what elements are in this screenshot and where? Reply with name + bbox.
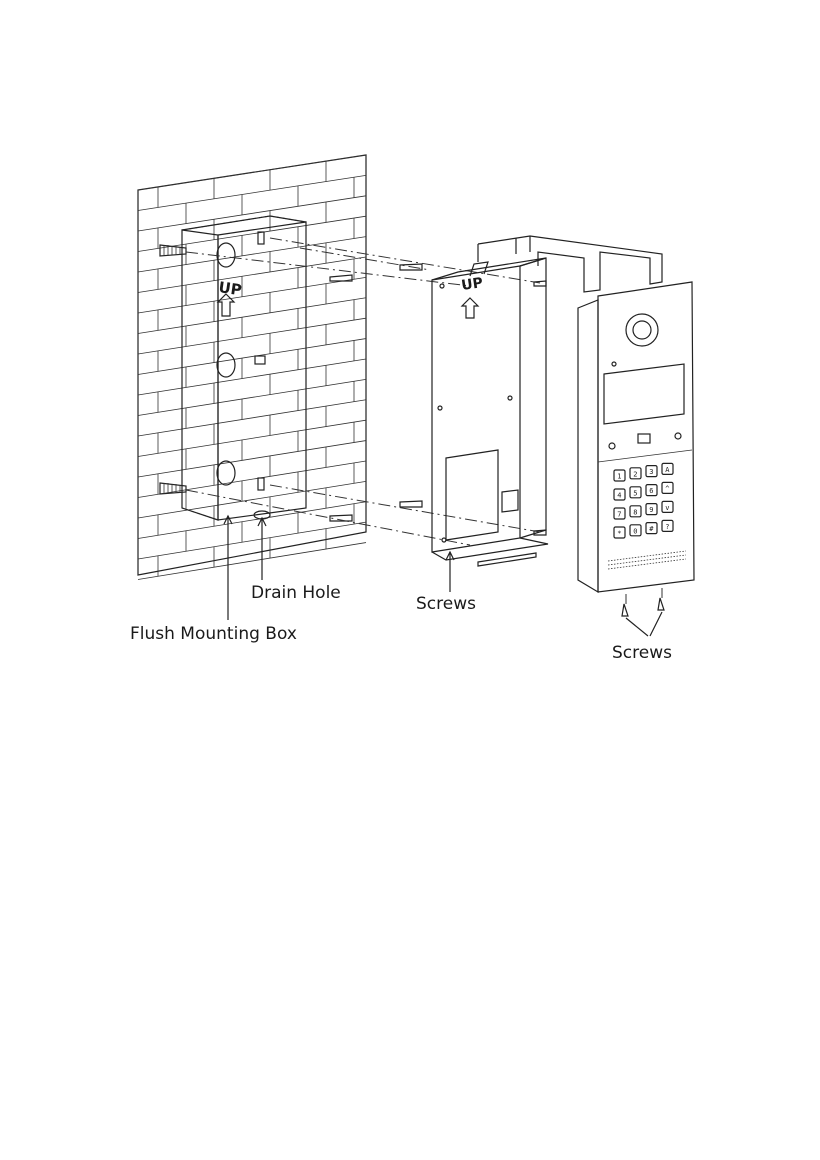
bracket-cutout xyxy=(446,450,498,540)
knockout-hole xyxy=(217,461,235,485)
speaker-grille-row xyxy=(608,559,686,569)
camera-lens-inner xyxy=(633,321,651,339)
up-label-bracket: UP xyxy=(460,275,484,294)
box-top-edge xyxy=(182,216,306,230)
screw xyxy=(534,530,546,535)
keypad-key-label: ? xyxy=(665,523,669,531)
bracket-hole xyxy=(438,406,442,410)
mortar-line xyxy=(138,196,366,231)
keypad-key-label: 1 xyxy=(617,473,621,481)
mounting-stud xyxy=(255,356,265,364)
screw xyxy=(534,281,546,286)
mortar-line xyxy=(138,359,366,395)
mounting-bracket: UP xyxy=(432,258,548,566)
speaker-grille-row xyxy=(608,555,686,565)
mortar-line xyxy=(138,420,366,456)
keypad-key-label: 5 xyxy=(633,489,637,497)
keypad-key-label: 0 xyxy=(633,527,637,535)
sensor-dot xyxy=(609,443,615,449)
knockout-hole xyxy=(217,243,235,267)
mortar-line xyxy=(138,277,366,313)
display-screen xyxy=(604,364,684,424)
indicator-light xyxy=(612,362,616,366)
device-front-panel xyxy=(598,282,694,592)
box-front-face xyxy=(218,222,306,520)
knockout-hole xyxy=(217,353,235,377)
mortar-line xyxy=(138,155,366,190)
mortar-line xyxy=(138,339,366,375)
drain-hole-label: Drain Hole xyxy=(251,583,341,603)
screw xyxy=(622,604,628,616)
screws-device-label: Screws xyxy=(612,643,672,663)
keypad: 1 2 3 A 4 5 6 ^ 7 8 9 v * 0 #? xyxy=(614,463,673,538)
keypad-key-label: 4 xyxy=(617,492,621,500)
bracket-hole xyxy=(508,396,512,400)
wall-screws xyxy=(330,264,422,521)
wall-outline xyxy=(138,155,366,575)
box-side-face xyxy=(182,230,218,520)
box-back-dashed xyxy=(182,216,306,520)
sensor-dot xyxy=(675,433,681,439)
mortar-line xyxy=(138,318,366,354)
mortar-line xyxy=(138,298,366,334)
keypad-key-label: 8 xyxy=(633,508,637,516)
device-panel-divider xyxy=(598,450,692,462)
bracket-clip xyxy=(502,490,518,512)
speaker-grille xyxy=(608,551,686,569)
camera-lens xyxy=(626,314,658,346)
door-station-device: 1 2 3 A 4 5 6 ^ 7 8 9 v * 0 #? xyxy=(578,282,694,592)
mortar-line xyxy=(138,441,366,477)
keypad-key-label: A xyxy=(665,466,670,474)
keypad-key-label: 9 xyxy=(649,506,653,514)
mounting-stud xyxy=(258,232,264,244)
bracket-hole xyxy=(440,284,444,288)
callouts: Drain Hole Flush Mounting Box Screws Scr… xyxy=(130,516,672,663)
device-screws xyxy=(622,588,664,616)
flush-mounting-box-label: Flush Mounting Box xyxy=(130,624,297,644)
keypad-key-label: 6 xyxy=(649,487,653,495)
flush-mounting-box: UP xyxy=(182,216,306,520)
keypad-key-label: * xyxy=(617,530,621,538)
keypad-key-label: v xyxy=(665,504,669,512)
screw xyxy=(658,598,664,610)
card-reader-icon xyxy=(638,434,650,443)
keypad-key-label: 2 xyxy=(633,470,637,478)
mortar-line xyxy=(138,400,366,436)
mortar-line xyxy=(138,175,366,210)
speaker-grille-row xyxy=(608,551,686,561)
bracket-front-plate xyxy=(432,266,520,552)
mounting-stud xyxy=(258,478,264,490)
keypad-key-label: 3 xyxy=(649,468,653,476)
keypad-key-label: # xyxy=(649,525,654,533)
device-back-housing xyxy=(578,300,598,592)
up-label-box: UP xyxy=(217,278,242,299)
keypad-key-label: ^ xyxy=(665,485,669,493)
keypad-key-label: 7 xyxy=(617,511,621,519)
mortar-line xyxy=(138,543,366,580)
bracket-side xyxy=(520,258,546,538)
mortar-line xyxy=(138,379,366,415)
mortar-line xyxy=(138,257,366,293)
mortar-line xyxy=(138,502,366,539)
up-arrow-icon xyxy=(462,298,478,318)
screws-bracket-label: Screws xyxy=(416,594,476,614)
screw xyxy=(400,501,422,507)
